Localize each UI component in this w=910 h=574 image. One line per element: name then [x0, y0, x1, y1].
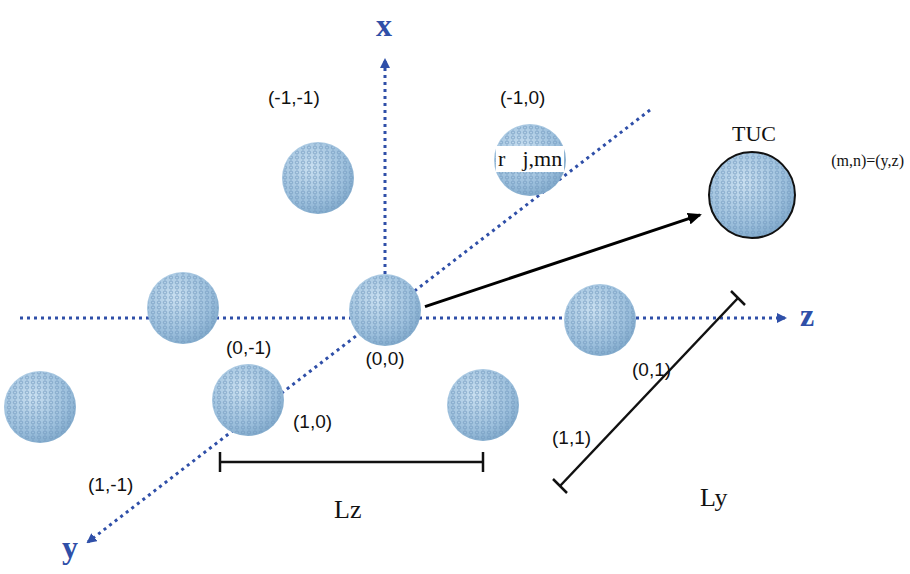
lz-bracket	[220, 461, 483, 464]
index-label: (0,-1)	[226, 338, 271, 359]
sphere	[494, 124, 566, 196]
axis-label: y	[62, 530, 78, 565]
sphere	[212, 364, 284, 436]
sphere	[282, 142, 354, 214]
sphere-texture	[565, 285, 635, 355]
sphere	[147, 272, 219, 344]
axis-label: z	[800, 298, 814, 333]
vector-label: r⃗j,mn	[496, 146, 564, 172]
node-text: (0,0)	[365, 349, 404, 370]
sphere	[4, 371, 76, 443]
index-label: (1,1)	[552, 428, 591, 449]
tuc-sphere	[709, 152, 795, 238]
index-label: (1,0)	[293, 412, 332, 433]
sphere-texture	[213, 365, 283, 435]
sphere-texture	[283, 143, 353, 213]
sphere-texture	[5, 372, 75, 442]
sphere	[564, 284, 636, 356]
sphere	[349, 274, 421, 346]
sphere	[447, 369, 519, 441]
index-label: (0,1)	[632, 360, 671, 381]
dimension-label: Ly	[700, 484, 727, 513]
sphere-texture	[448, 370, 518, 440]
index-label: (-1,0)	[500, 88, 545, 109]
sphere-texture	[350, 275, 420, 345]
tuc-outline	[709, 152, 795, 238]
origin-sphere: (0,0)	[345, 270, 425, 370]
position-vector	[425, 215, 700, 307]
sphere-texture	[148, 273, 218, 343]
index-label: (-1,-1)	[268, 88, 320, 109]
axis-label: x	[376, 8, 392, 43]
tuc-node: TUC (m,n)=(y,z)	[700, 118, 906, 243]
ly-bracket	[560, 298, 738, 486]
node-text: TUC	[732, 122, 776, 146]
y-axis	[88, 110, 650, 542]
sphere-texture	[495, 125, 565, 195]
index-label: (1,-1)	[88, 475, 133, 496]
dimension-label: Lz	[334, 496, 361, 525]
node-text: (m,n)=(y,z)	[831, 152, 904, 170]
